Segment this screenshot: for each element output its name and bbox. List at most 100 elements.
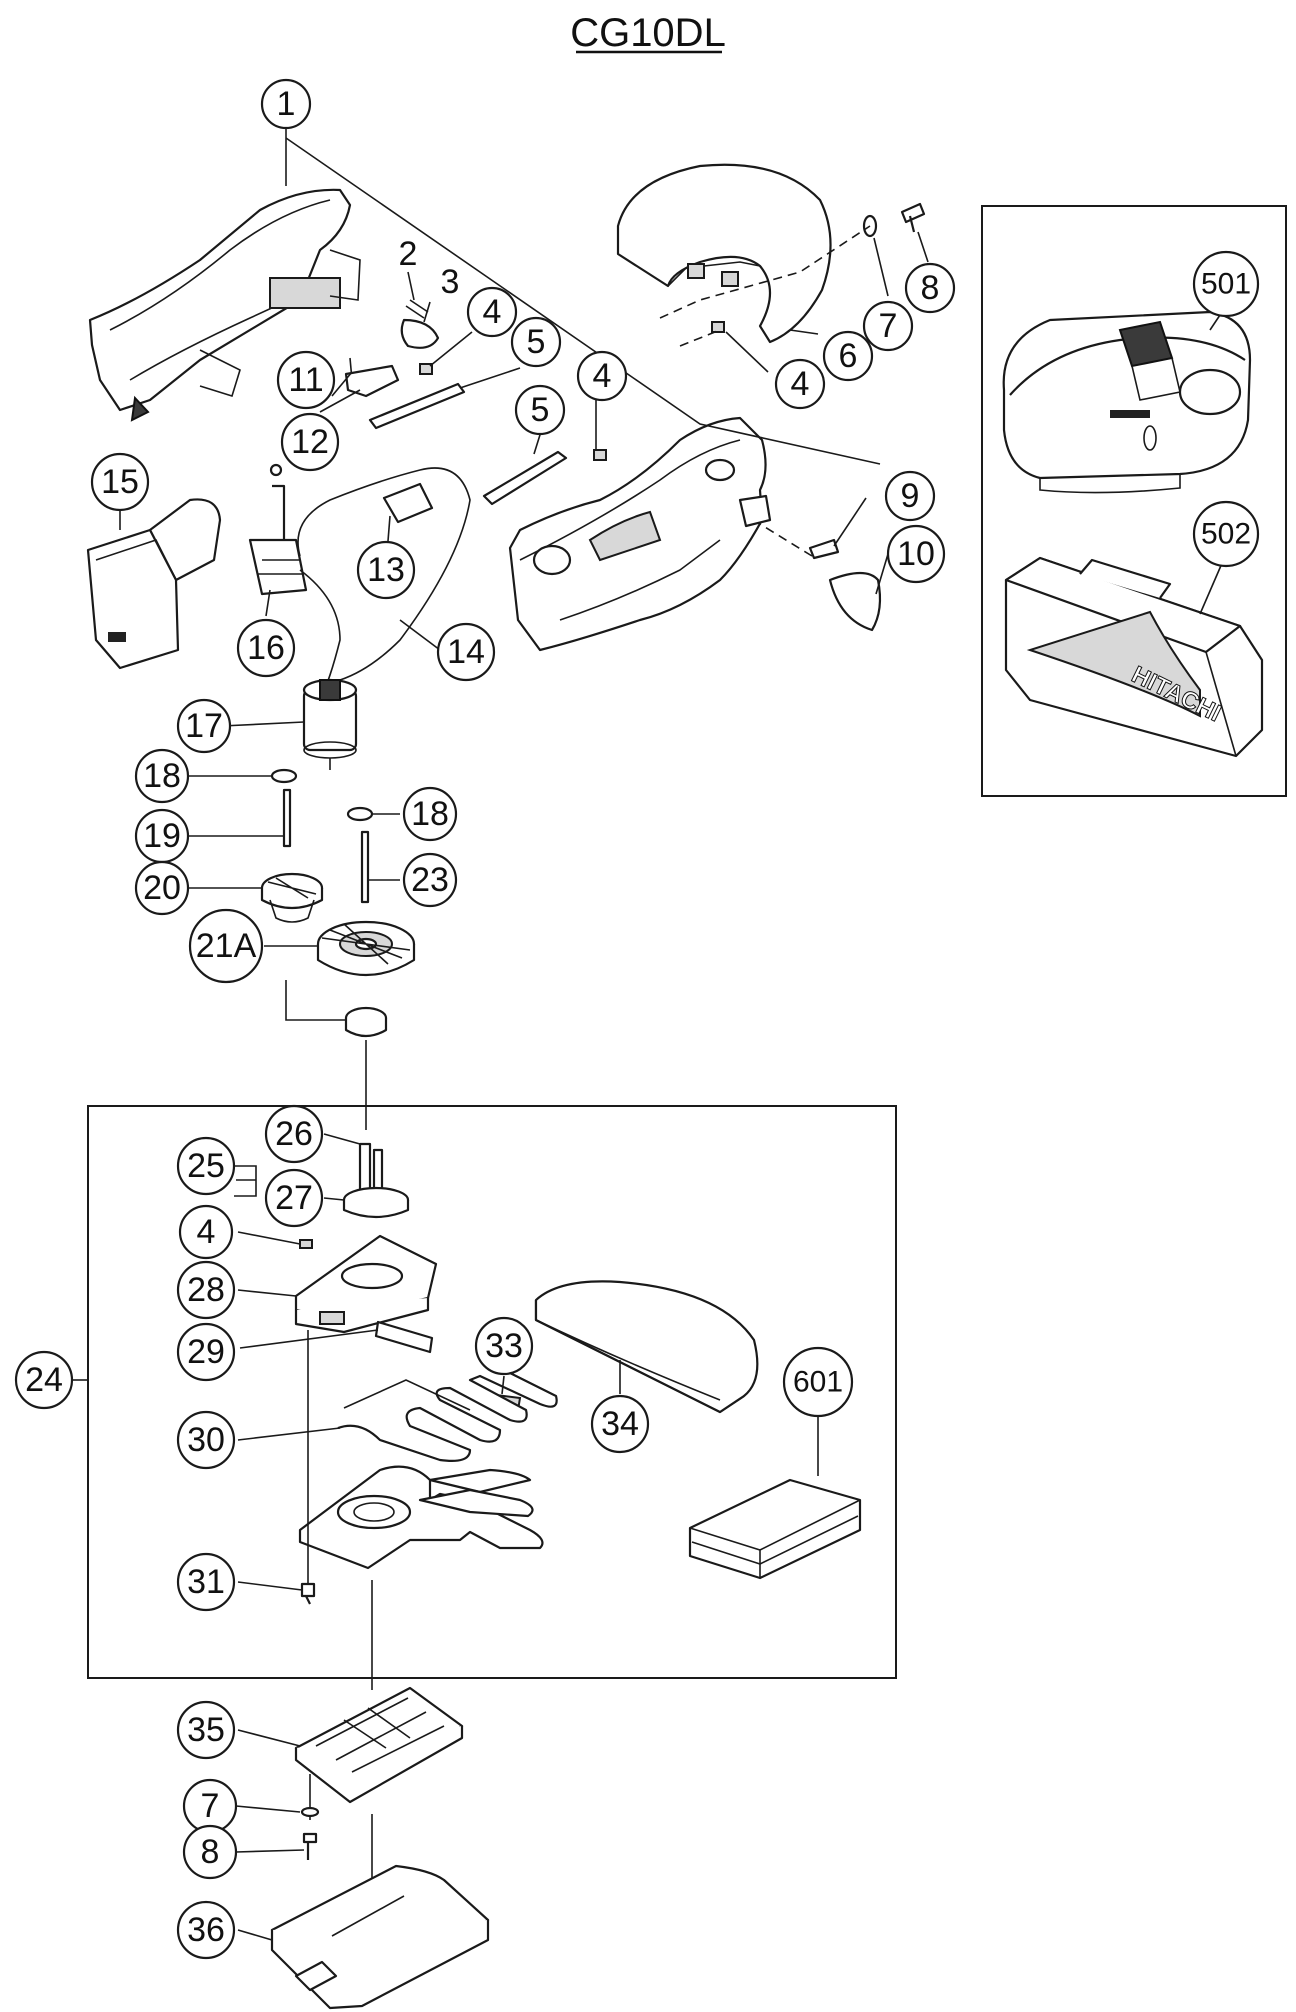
callout-1: 1 [260, 78, 312, 130]
callout-5b: 5 [514, 384, 566, 436]
callout-4a: 4 [466, 286, 518, 338]
gear-21A-drawing [316, 920, 416, 976]
svg-text:25: 25 [187, 1147, 225, 1185]
callout-28: 28 [176, 1260, 236, 1320]
callout-8b: 8 [182, 1824, 238, 1880]
svg-text:17: 17 [185, 707, 223, 745]
callouts: 1 2 3 4 5 11 12 4 5 15 16 13 14 6 7 8 4 … [14, 78, 1260, 1960]
svg-text:14: 14 [447, 633, 485, 671]
cam-pin-part [358, 1142, 384, 1194]
blade-drawing [298, 1367, 558, 1570]
callout-4d: 4 [178, 1204, 234, 1260]
cap-part [828, 571, 882, 632]
washer-7b-part [300, 1806, 320, 1818]
blade-case-drawing [688, 1478, 862, 1580]
callout-15: 15 [90, 452, 150, 512]
callout-4c: 4 [774, 358, 826, 410]
spring-part [405, 299, 429, 319]
blade-guard-drawing [534, 1280, 759, 1414]
blade-cover-drawing [616, 163, 832, 344]
callout-34: 34 [590, 1394, 650, 1454]
svg-text:28: 28 [187, 1271, 225, 1309]
callout-21A: 21A [188, 908, 264, 984]
carrying-case-drawing: HITACHI [1004, 556, 1264, 758]
blade-holder-drawing [294, 1234, 438, 1334]
rod-lower-part [482, 450, 568, 506]
svg-text:33: 33 [485, 1327, 523, 1365]
svg-text:23: 23 [411, 861, 449, 899]
callout-31: 31 [176, 1552, 236, 1612]
svg-text:16: 16 [247, 629, 285, 667]
callout-33: 33 [474, 1316, 534, 1376]
callout-13: 13 [356, 540, 416, 600]
svg-text:2: 2 [399, 235, 418, 273]
callout-8a: 8 [904, 262, 956, 314]
callout-7a: 7 [862, 300, 914, 352]
svg-text:501: 501 [1201, 268, 1251, 301]
blade-assembly-box [87, 1105, 897, 1679]
svg-text:20: 20 [143, 869, 181, 907]
screw-part [900, 202, 926, 233]
nut-4d-part [299, 1239, 313, 1249]
svg-text:7: 7 [201, 1787, 220, 1825]
svg-text:1: 1 [277, 85, 296, 123]
callout-29: 29 [176, 1322, 236, 1382]
leader-lines [72, 122, 1227, 1941]
svg-text:31: 31 [187, 1563, 225, 1601]
callout-502: 502 [1192, 500, 1260, 568]
callout-12: 12 [280, 412, 340, 472]
callout-11: 11 [276, 350, 336, 410]
gear-20-drawing [260, 872, 324, 923]
connector-part [382, 482, 434, 524]
charger-drawing [1002, 310, 1252, 494]
svg-text:502: 502 [1201, 518, 1251, 551]
svg-text:19: 19 [143, 817, 181, 855]
svg-text:6: 6 [839, 337, 858, 375]
switch-assembly-drawing [248, 463, 308, 596]
callout-20: 20 [134, 860, 190, 916]
svg-text:11: 11 [288, 361, 323, 399]
svg-text:4: 4 [197, 1213, 216, 1251]
nut-lower-part [593, 449, 607, 461]
callout-5a: 5 [510, 316, 562, 368]
callout-601: 601 [782, 1346, 854, 1418]
washer-18b-part [346, 806, 374, 822]
bottom-cover-drawing [270, 1864, 490, 2010]
svg-text:21A: 21A [196, 927, 257, 965]
callout-18b: 18 [402, 786, 458, 842]
screw-31-part [300, 1582, 316, 1605]
switch-knob-part [400, 318, 440, 349]
svg-text:18: 18 [411, 795, 449, 833]
callout-10: 10 [886, 524, 946, 584]
svg-text:18: 18 [143, 757, 181, 795]
svg-text:30: 30 [187, 1421, 225, 1459]
callout-17: 17 [176, 698, 232, 754]
housing-left-drawing [88, 188, 361, 422]
callout-4b: 4 [576, 350, 628, 402]
callout-501: 501 [1192, 250, 1260, 318]
screw-8b-part [302, 1832, 318, 1860]
housing-right-drawing [508, 416, 772, 652]
svg-text:35: 35 [187, 1711, 225, 1749]
svg-text:4: 4 [483, 293, 502, 331]
nut-part [419, 363, 433, 375]
callout-36: 36 [176, 1900, 236, 1960]
svg-text:5: 5 [531, 391, 550, 429]
callout-30: 30 [176, 1410, 236, 1470]
spacer-bar-part [374, 1320, 434, 1354]
diagram-title: CG10DL [570, 11, 726, 55]
screw-9-part [808, 538, 840, 560]
svg-text:8: 8 [201, 1833, 220, 1871]
callout-25: 25 [176, 1136, 236, 1196]
svg-text:26: 26 [275, 1115, 313, 1153]
callout-16: 16 [236, 618, 296, 678]
svg-text:5: 5 [527, 323, 546, 361]
cam-27-drawing [342, 1186, 410, 1219]
lock-lever-part [344, 364, 400, 398]
svg-text:29: 29 [187, 1333, 225, 1371]
svg-text:601: 601 [793, 1366, 843, 1399]
rod-part [368, 382, 466, 430]
nut-cover-part [711, 321, 725, 333]
motor-drawing [302, 678, 358, 770]
